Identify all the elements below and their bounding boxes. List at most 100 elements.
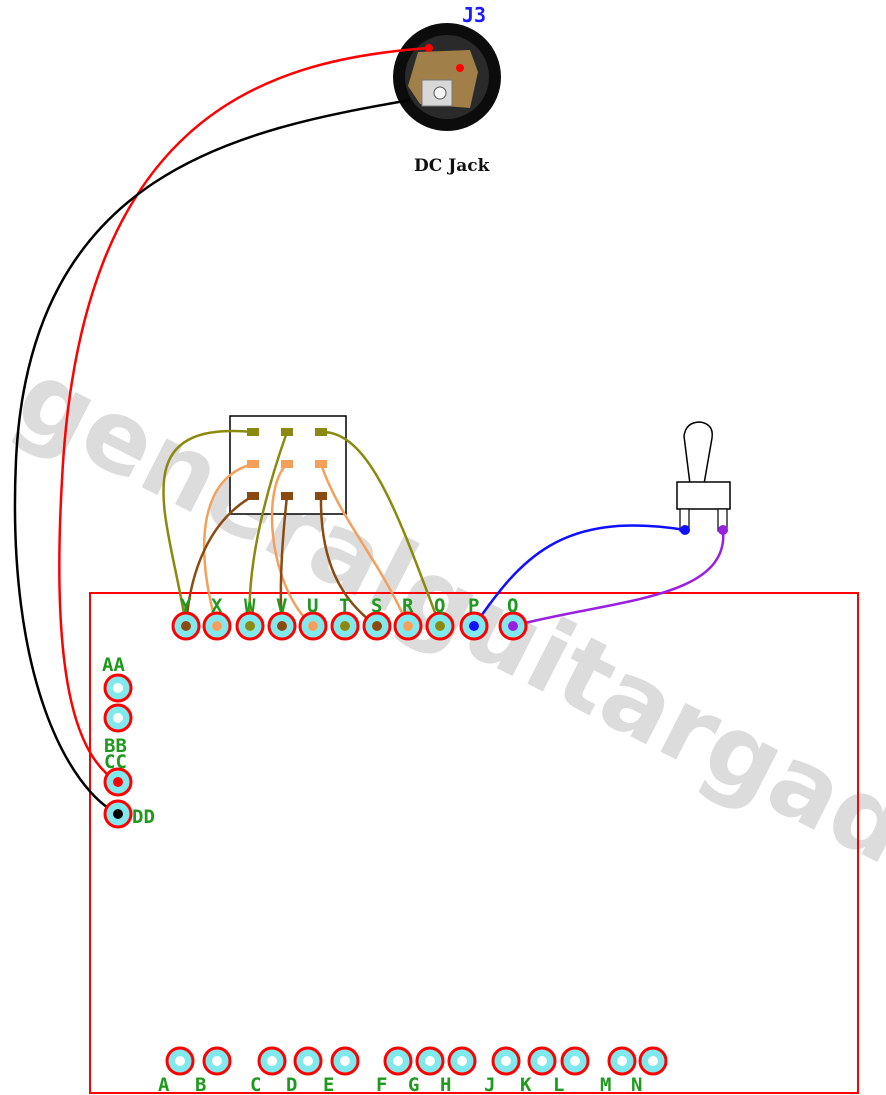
pad-label-v: V: [276, 595, 287, 617]
wire-end-dots: [113, 525, 728, 819]
dc-jack-ref: J3: [462, 3, 486, 27]
wire-end-dot-5: [308, 621, 318, 631]
wire-olive-1: [162, 429, 254, 627]
wire-orange-1: [202, 462, 254, 627]
wire-orange-3: [319, 463, 410, 627]
left-pad-column: [103, 673, 133, 829]
wire-end-dot-14: [680, 525, 690, 535]
wire-end-dot-6: [340, 621, 350, 631]
pad-c-hole: [267, 1056, 277, 1066]
pad-h: [447, 1046, 477, 1076]
pad-label-b: B: [195, 1074, 206, 1095]
toggle-switch: [676, 421, 731, 532]
wire-end-dot-3: [245, 621, 255, 631]
pad-f: [383, 1046, 413, 1076]
wire-end-dot-1: [181, 621, 191, 631]
pad-h-hole: [457, 1056, 467, 1066]
pad-j-hole: [501, 1056, 511, 1066]
pad-label-y: Y: [180, 595, 192, 617]
wire-end-dot-15: [718, 525, 728, 535]
pad-label-t: T: [339, 595, 350, 617]
pad-e-hole: [340, 1056, 350, 1066]
pad-label-d: D: [286, 1074, 297, 1095]
pad-g: [415, 1046, 445, 1076]
pad-label-e: E: [323, 1074, 334, 1095]
pad-label-m: M: [600, 1074, 611, 1095]
pad-label-w: W: [244, 595, 256, 617]
wire-purple: [512, 529, 725, 628]
pad-label-aa: AA: [102, 654, 125, 676]
pad-c: [257, 1046, 287, 1076]
wire-end-dot-12: [113, 777, 123, 787]
pad-k-hole: [537, 1056, 547, 1066]
pad-label-cc: CC: [104, 751, 127, 773]
pad-m: [607, 1046, 637, 1076]
pad-label-c: C: [250, 1074, 261, 1095]
pad-label-s: S: [371, 595, 382, 617]
pad-label-bb: BB: [104, 735, 127, 757]
wire-olive-3: [320, 430, 442, 627]
pad-label-o: O: [507, 595, 518, 617]
pad-k: [527, 1046, 557, 1076]
pad-n-hole: [648, 1056, 658, 1066]
pad-n: [638, 1046, 668, 1076]
toggle-lever: [683, 421, 713, 485]
pad-a-hole: [175, 1056, 185, 1066]
wire-end-dot-10: [469, 621, 479, 631]
pad-bb-hole: [113, 713, 123, 723]
wire-black: [13, 98, 411, 816]
pad-label-k: K: [520, 1074, 532, 1095]
pad-label-j: J: [484, 1074, 495, 1095]
dc-jack: J3 DC Jack: [393, 3, 501, 176]
pcb-outline: [89, 592, 859, 1094]
pad-label-n: N: [631, 1074, 642, 1095]
pad-j: [491, 1046, 521, 1076]
pad-g-hole: [425, 1056, 435, 1066]
pad-d: [293, 1046, 323, 1076]
pad-f-hole: [393, 1056, 403, 1066]
pad-label-l: L: [553, 1074, 564, 1095]
pad-aa-hole: [113, 683, 123, 693]
pad-d-hole: [303, 1056, 313, 1066]
wire-end-dot-8: [403, 621, 413, 631]
pad-label-u: U: [307, 595, 318, 617]
wire-red: [58, 46, 430, 784]
wire-olive-2: [248, 431, 289, 627]
pad-a: [165, 1046, 195, 1076]
pad-label-q: Q: [434, 595, 445, 617]
dc-jack-pin: [433, 86, 447, 100]
wire-end-dot-9: [435, 621, 445, 631]
pad-label-a: A: [158, 1074, 170, 1095]
wire-end-dot-2: [212, 621, 222, 631]
wire-blue: [472, 524, 686, 627]
pad-bb: [103, 703, 133, 733]
pad-b-hole: [212, 1056, 222, 1066]
pad-label-g: G: [408, 1074, 419, 1095]
wire-brown-1: [184, 494, 254, 627]
dc-jack-caption: DC Jack: [414, 156, 491, 176]
pad-l: [560, 1046, 590, 1076]
wires: [13, 46, 725, 816]
pad-e: [330, 1046, 360, 1076]
wire-brown-3: [319, 495, 378, 628]
pad-b: [202, 1046, 232, 1076]
wire-end-dot-4: [277, 621, 287, 631]
wire-end-dot-7: [372, 621, 382, 631]
toggle-body: [676, 481, 731, 510]
pad-aa: [103, 673, 133, 703]
pad-label-f: F: [376, 1074, 387, 1095]
pad-label-h: H: [440, 1074, 451, 1095]
wire-end-dot-11: [508, 621, 518, 631]
wire-orange-2: [270, 463, 314, 627]
pad-label-x: X: [211, 595, 223, 617]
pad-label-r: R: [402, 595, 414, 617]
wire-end-dot-13: [113, 809, 123, 819]
pad-label-p: P: [468, 595, 479, 617]
watermark: generalguitargadges.com: [0, 337, 886, 1095]
pad-m-hole: [617, 1056, 627, 1066]
pad-l-hole: [570, 1056, 580, 1066]
dc-jack-red-dot: [456, 64, 464, 72]
